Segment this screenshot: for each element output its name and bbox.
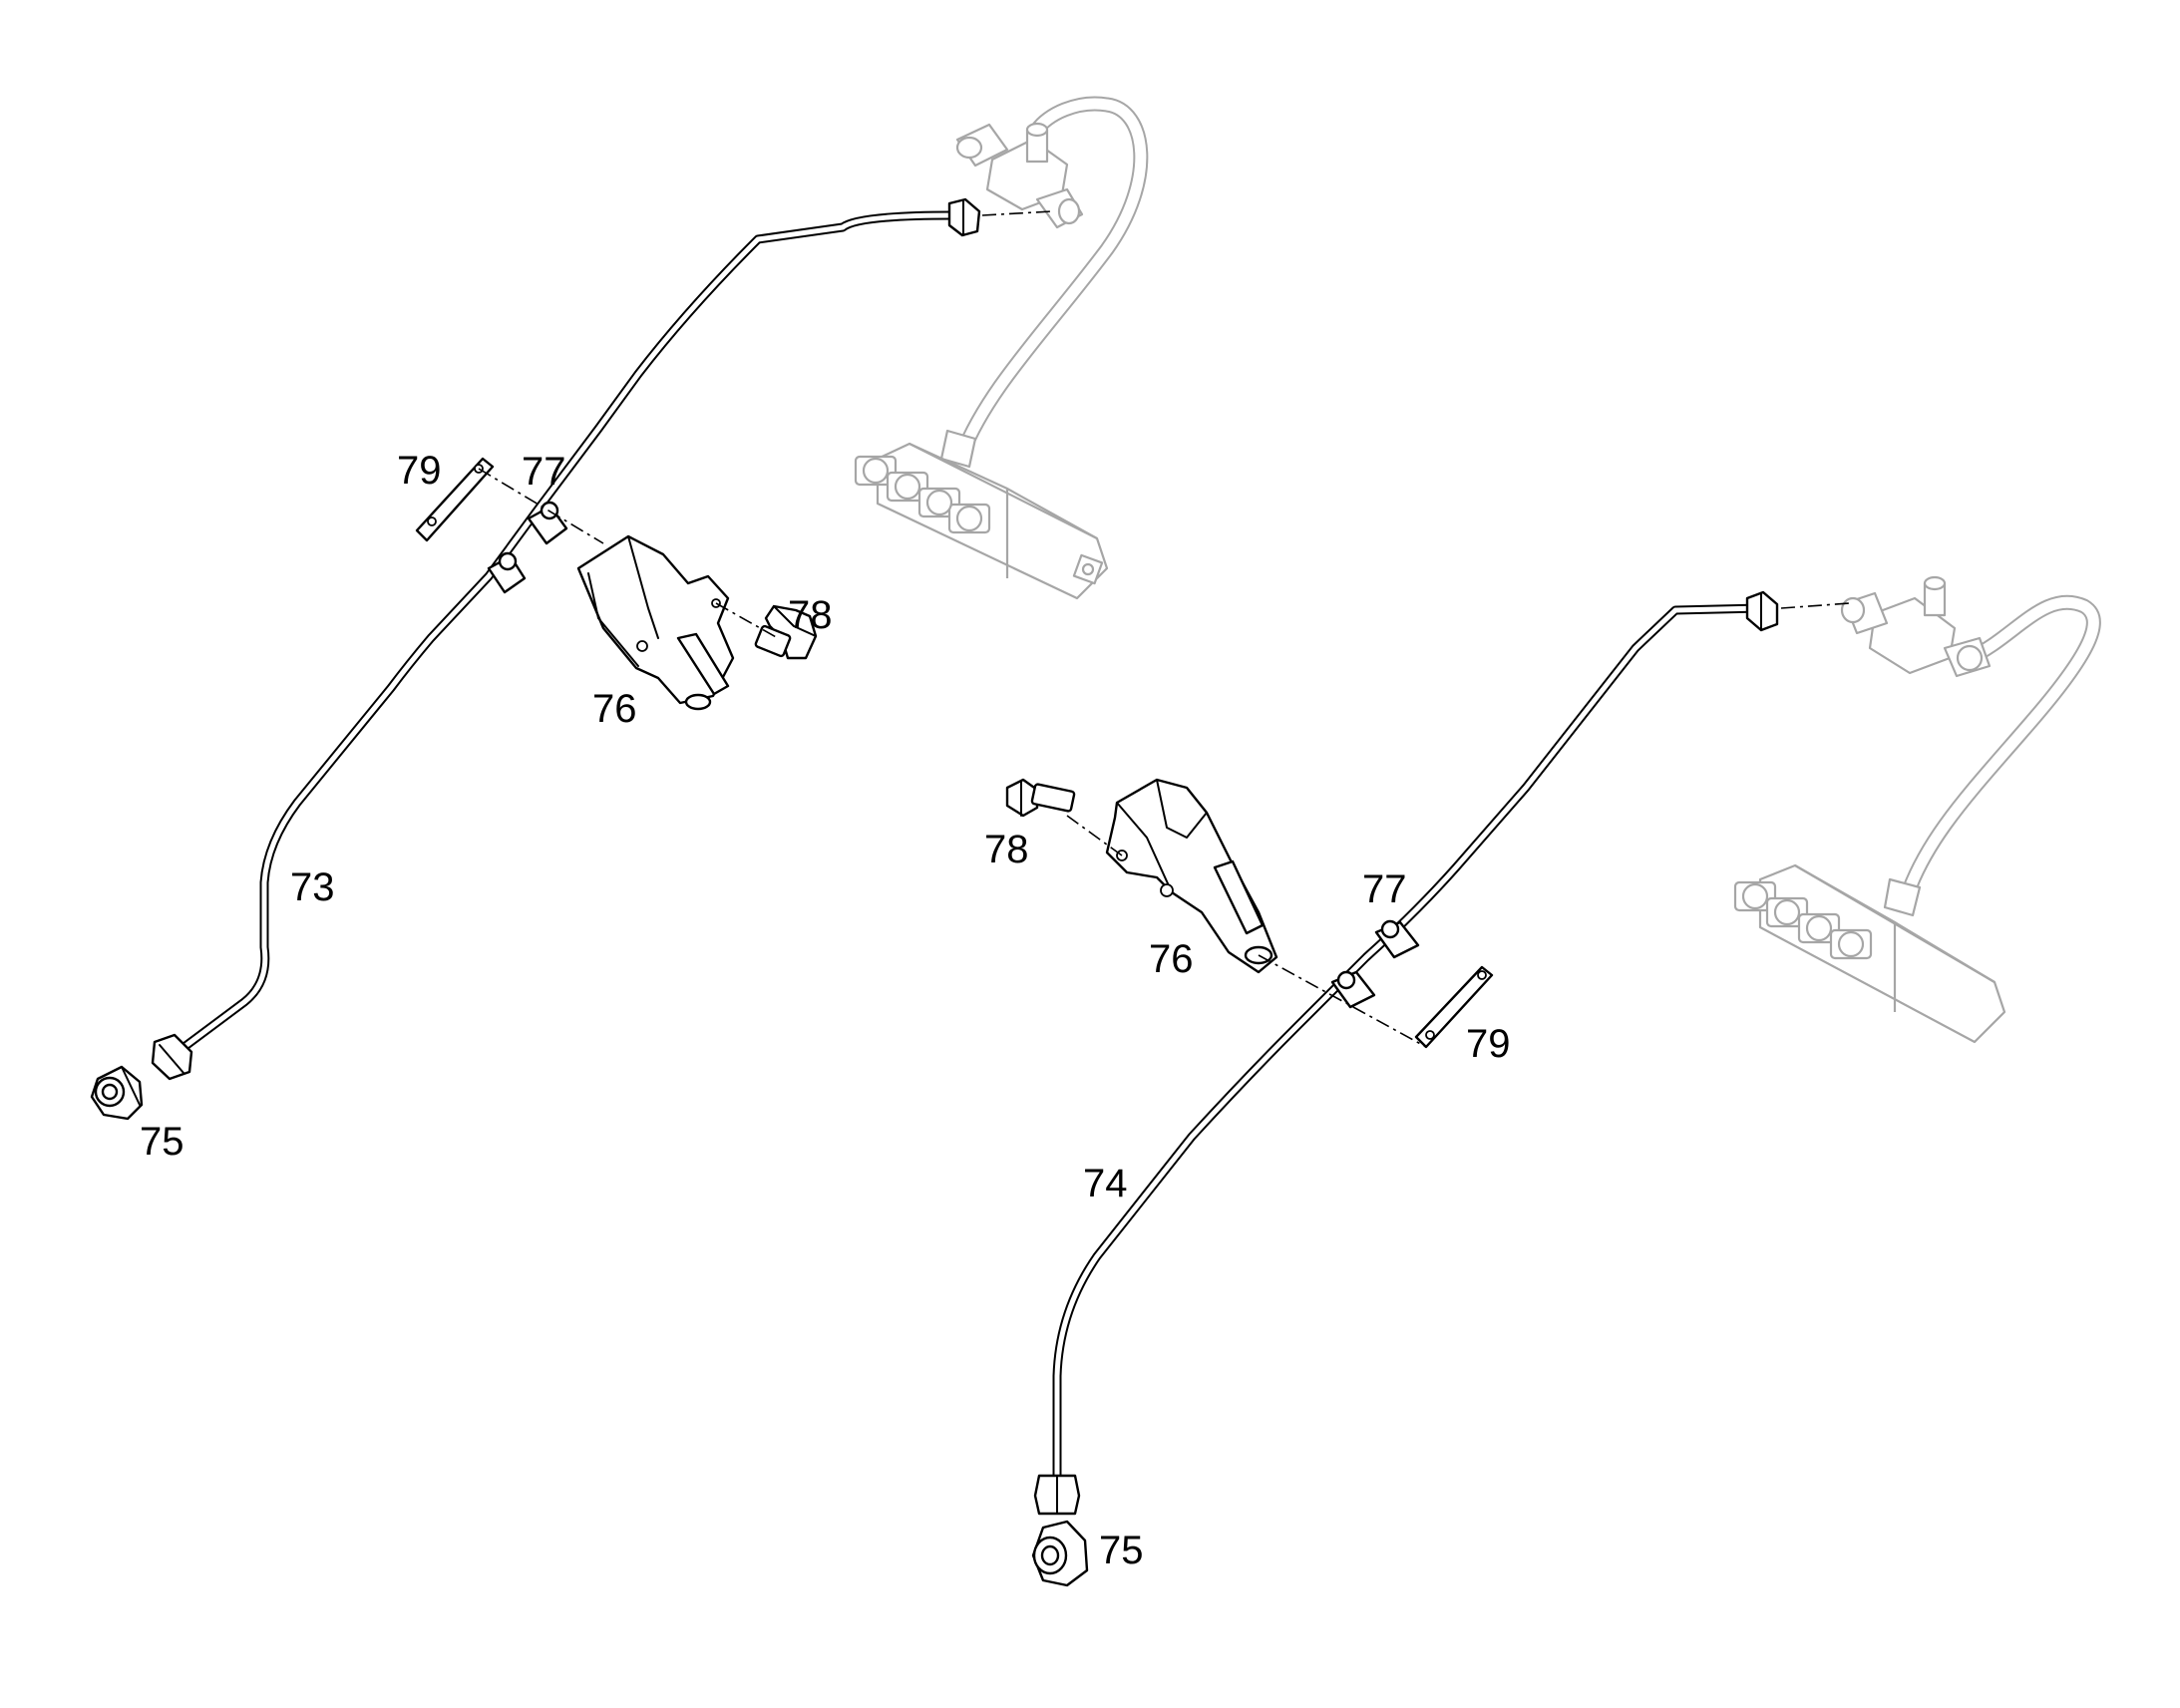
callout-right-plate: 79 (1466, 1022, 1511, 1066)
callout-left-fitting: 75 (140, 1120, 184, 1164)
right-clamps (1330, 919, 1420, 1009)
callout-right-pipe: 74 (1083, 1162, 1128, 1205)
callout-left-bracket: 76 (592, 687, 637, 731)
left-context-hose-valve (854, 96, 1149, 600)
callout-left-plate: 79 (397, 449, 442, 493)
left-pipe (151, 197, 981, 1081)
left-center-lines (478, 210, 1053, 639)
right-pipe (1033, 590, 1779, 1516)
left-fitting (90, 1065, 144, 1121)
left-plate (415, 457, 495, 542)
right-plate (1414, 965, 1494, 1049)
right-context-hose-valve (1733, 575, 2101, 1044)
callout-left-pipe: 73 (290, 865, 335, 909)
callout-right-bolt: 78 (984, 828, 1029, 871)
callout-right-clamp: 77 (1362, 867, 1407, 911)
left-bracket (576, 534, 735, 711)
callout-left-clamp: 77 (522, 450, 566, 494)
right-center-lines (1066, 602, 1851, 1048)
callout-right-fitting: 75 (1099, 1529, 1144, 1572)
callout-left-bolt: 78 (788, 593, 833, 637)
right-fitting (1031, 1520, 1089, 1587)
right-bolt (1005, 778, 1076, 818)
callout-right-bracket: 76 (1149, 937, 1194, 981)
left-bolt (754, 604, 818, 660)
